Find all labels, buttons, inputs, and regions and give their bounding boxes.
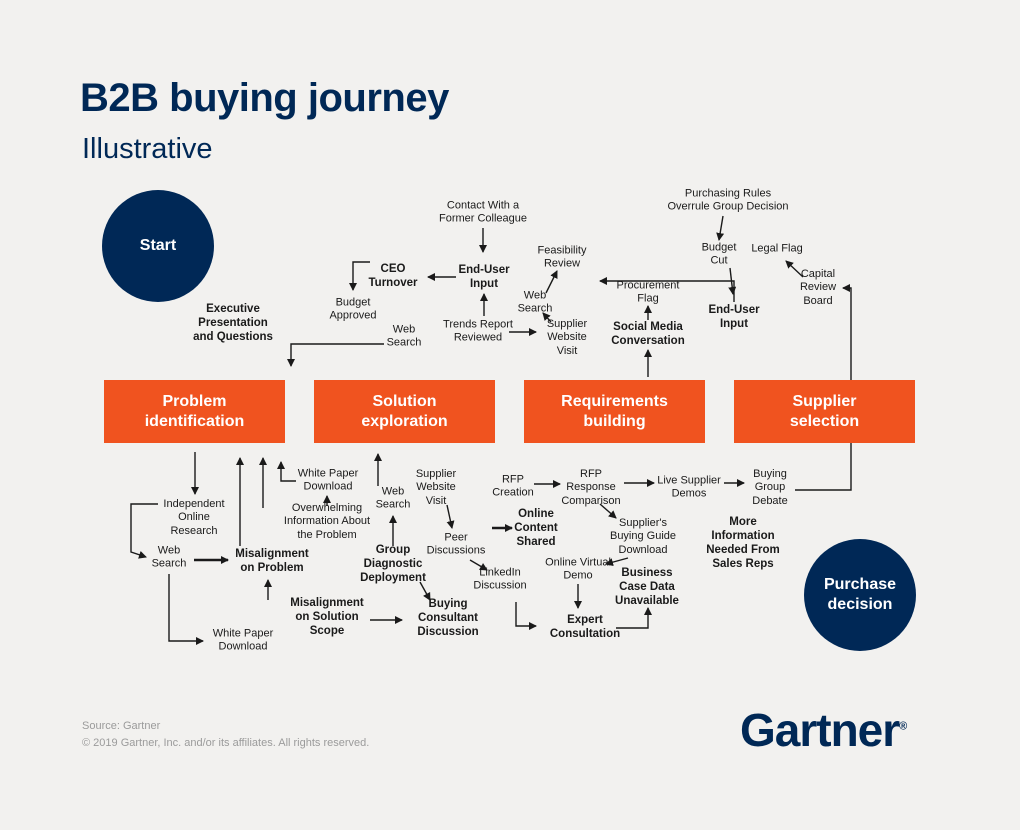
- live-supplier-demos-label: Live Supplier Demos: [657, 474, 721, 500]
- capital-review-board-label: Capital Review Board: [799, 267, 837, 307]
- linkedin-discussion-label: LinkedIn Discussion: [473, 566, 527, 592]
- suppliers-buying-guide-download-label: Supplier's Buying Guide Download: [609, 516, 677, 556]
- social-media-conversation-label: Social Media Conversation: [611, 320, 685, 347]
- misalignment-on-problem-label: Misalignment on Problem: [235, 547, 309, 574]
- stage-supplier-selection: Supplier selection: [734, 380, 915, 443]
- peer-discussions-label: Peer Discussions: [426, 531, 486, 557]
- page-title: B2B buying journey: [80, 76, 449, 120]
- end-user-input-1-label: End-User Input: [458, 263, 510, 290]
- group-diagnostic-deployment-label: Group Diagnostic Deployment: [360, 543, 426, 585]
- stage-requirements-building: Requirements building: [524, 380, 705, 443]
- rfp-response-comparison-label: RFP Response Comparison: [561, 467, 621, 507]
- web-search-problem-label: Web Search: [386, 323, 422, 349]
- flow-arrow-3: [287, 343, 384, 367]
- business-case-data-unavailable-label: Business Case Data Unavailable: [615, 566, 679, 608]
- flow-arrow-24: [446, 504, 455, 529]
- online-virtual-demo-label: Online Virtual Demo: [545, 556, 611, 582]
- overwhelming-information-label: Overwhelming Information About the Probl…: [283, 501, 371, 541]
- web-search-misalignment-label: Web Search: [151, 544, 187, 570]
- web-search-solution-label: Web Search: [375, 485, 411, 511]
- independent-online-research-label: Independent Online Research: [163, 497, 225, 537]
- gartner-logo-text: Gartner: [740, 704, 900, 756]
- expert-consultation-label: Expert Consultation: [549, 613, 621, 640]
- flow-arrow-34: [515, 602, 537, 630]
- budget-cut-label: Budget Cut: [701, 241, 737, 267]
- flow-arrow-9: [728, 267, 737, 295]
- executive-presentation-label: Executive Presentation and Questions: [193, 302, 273, 344]
- web-search-feasibility-label: Web Search: [517, 289, 553, 315]
- flow-arrow-21: [277, 461, 296, 482]
- legal-flag-label: Legal Flag: [751, 242, 803, 255]
- more-information-needed-label: More Information Needed From Sales Reps: [706, 515, 780, 571]
- purchasing-rules-overrule-label: Purchasing Rules Overrule Group Decision: [667, 187, 789, 213]
- white-paper-download-1-label: White Paper Download: [297, 467, 359, 493]
- page-subtitle: Illustrative: [82, 133, 213, 165]
- feasibility-review-label: Feasibility Review: [537, 244, 587, 270]
- supplier-website-visit-2-label: Supplier Website Visit: [415, 467, 457, 507]
- rfp-creation-label: RFP Creation: [492, 473, 534, 499]
- misalignment-on-solution-scope-label: Misalignment on Solution Scope: [290, 596, 364, 638]
- start-node: Start: [102, 190, 214, 302]
- buying-group-debate-label: Buying Group Debate: [752, 467, 788, 507]
- gartner-logo: Gartner®: [740, 703, 907, 757]
- source-text: Source: Gartner: [82, 720, 161, 732]
- copyright-text: © 2019 Gartner, Inc. and/or its affiliat…: [82, 737, 370, 749]
- stage-solution-exploration: Solution exploration: [314, 380, 495, 443]
- registered-mark: ®: [899, 720, 908, 733]
- budget-approved-label: Budget Approved: [329, 296, 377, 322]
- flow-arrow-33: [616, 607, 652, 629]
- flow-arrow-2: [349, 261, 370, 291]
- buying-consultant-discussion-label: Buying Consultant Discussion: [417, 597, 479, 639]
- white-paper-download-2-label: White Paper Download: [212, 627, 274, 653]
- online-content-shared-label: Online Content Shared: [514, 507, 558, 549]
- flow-arrow-38: [168, 574, 204, 645]
- stage-problem-identification: Problem identification: [104, 380, 285, 443]
- purchase-decision-node: Purchase decision: [804, 539, 916, 651]
- procurement-flag-label: Procurement Flag: [616, 279, 680, 305]
- supplier-website-visit-1-label: Supplier Website Visit: [546, 317, 588, 357]
- flow-arrow-8: [716, 215, 725, 241]
- trends-report-reviewed-label: Trends Report Reviewed: [443, 318, 513, 344]
- contact-former-colleague-label: Contact With a Former Colleague: [438, 199, 528, 225]
- end-user-input-2-label: End-User Input: [708, 303, 760, 330]
- ceo-turnover-label: CEO Turnover: [368, 262, 418, 289]
